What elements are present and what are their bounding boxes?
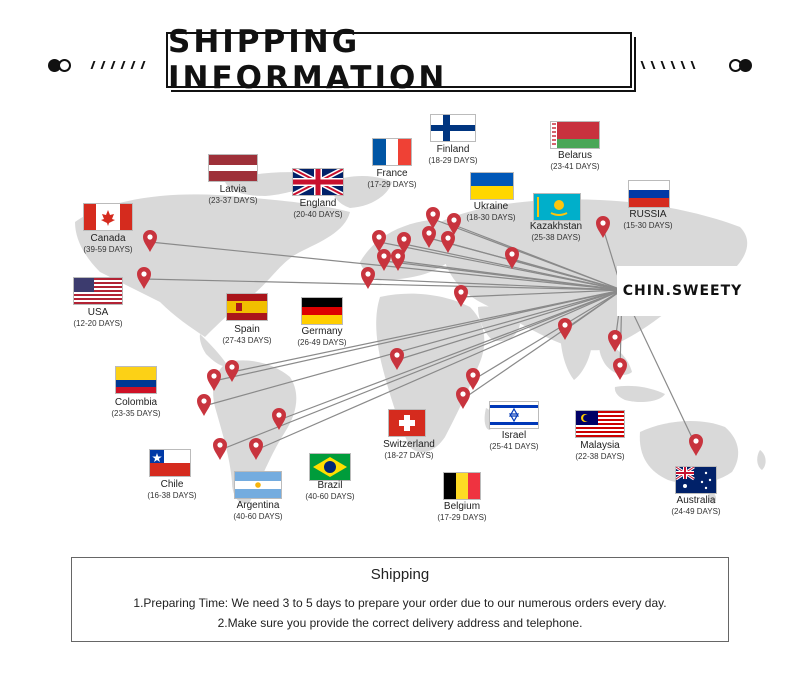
ukraine-flag-icon [471,173,513,199]
label-argentina: Argentina(40-60 DAYS) [233,500,283,521]
header: SHIPPING INFORMATION [0,0,800,110]
label-usa: USA(12-20 DAYS) [73,307,123,328]
chile-flag-icon [150,450,190,476]
label-chile: Chile(16-38 DAYS) [147,479,197,500]
england-flag-icon [293,169,343,195]
brand-hub-label: CHIN.SWEETY [617,266,748,316]
label-ukraine: Ukraine(18-30 DAYS) [466,201,516,222]
title-frame: SHIPPING INFORMATION [166,24,636,96]
label-england: England(20-40 DAYS) [293,198,343,219]
label-germany: Germany(26-49 DAYS) [297,326,347,347]
label-latvia: Latvia(23-37 DAYS) [208,184,258,205]
argentina-flag-icon [235,472,281,498]
label-kazakhstan: Kazakhstan(25-38 DAYS) [529,221,583,242]
label-israel: Israel(25-41 DAYS) [489,430,539,451]
label-brazil: Brazil(40-60 DAYS) [305,480,355,501]
russia-flag-icon [629,181,669,207]
label-belarus: Belarus(23-41 DAYS) [550,150,600,171]
label-belgium: Belgium(17-29 DAYS) [437,501,487,522]
kazakhstan-flag-icon [534,194,580,220]
shipping-line-1: 1.Preparing Time: We need 3 to 5 days to… [133,596,667,610]
label-finland: Finland(18-29 DAYS) [428,144,478,165]
canada-flag-icon [84,204,132,230]
right-ornament [640,54,755,78]
location-pins [137,207,703,460]
label-spain: Spain(27-43 DAYS) [222,324,272,345]
switzerland-flag-icon [389,410,425,436]
world-map: Canada(39-59 DAYS) USA(12-20 DAYS) Latvi… [0,112,800,542]
label-france: France(17-29 DAYS) [367,168,417,189]
page-title: SHIPPING INFORMATION [168,24,448,96]
belgium-flag-icon [444,473,480,499]
spain-flag-icon [227,294,267,320]
label-russia: RUSSIA(15-30 DAYS) [623,209,673,230]
usa-flag-icon [74,278,122,304]
germany-flag-icon [302,298,342,324]
world-map-graphic [75,172,766,504]
israel-flag-icon [490,402,538,428]
colombia-flag-icon [116,367,156,393]
australia-flag-icon [676,467,716,493]
france-flag-icon [373,139,411,165]
finland-flag-icon [431,115,475,141]
label-malaysia: Malaysia(22-38 DAYS) [575,440,625,461]
left-ornament [48,54,163,78]
latvia-flag-icon [209,155,257,181]
malaysia-flag-icon [576,411,624,437]
label-switzerland: Switzerland(18-27 DAYS) [383,439,435,460]
brazil-flag-icon [310,454,350,480]
shipping-line-2: 2.Make sure you provide the correct deli… [217,616,583,630]
label-canada: Canada(39-59 DAYS) [83,233,133,254]
label-australia: Australia(24-49 DAYS) [671,495,721,516]
label-colombia: Colombia(23-35 DAYS) [111,397,161,418]
belarus-flag-icon [551,122,599,148]
shipping-info-box: Shipping 1.Preparing Time: We need 3 to … [71,557,729,642]
shipping-title: Shipping [370,566,430,583]
